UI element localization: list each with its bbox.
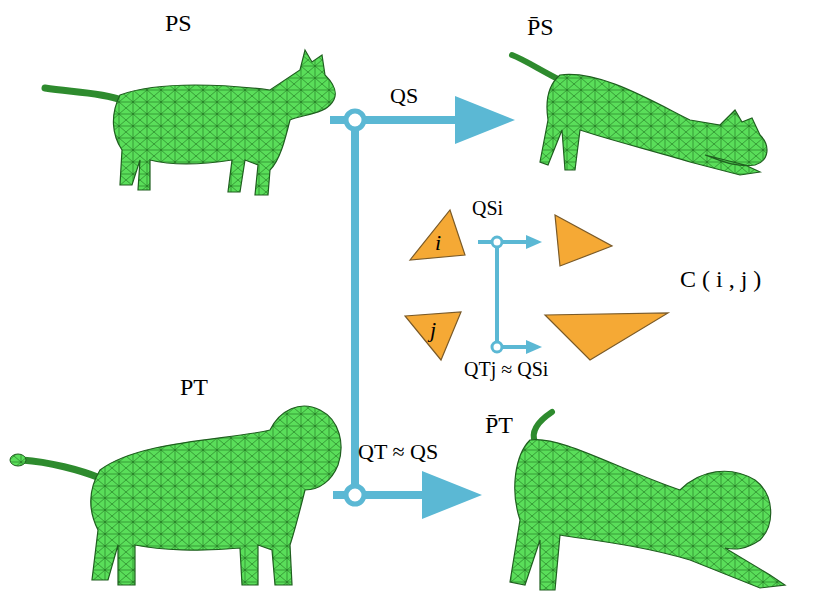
mesh-label: P̄S — [527, 14, 554, 40]
triangle-shape — [410, 210, 465, 260]
transform-label: QS — [390, 84, 418, 108]
mesh-node: P̄S — [515, 14, 790, 184]
triangle-node: i — [435, 231, 441, 255]
tail-tuft — [10, 454, 26, 466]
small-arrowhead — [526, 235, 542, 249]
tail — [534, 412, 552, 442]
math-label: QTj ≈ QSi — [464, 358, 548, 380]
mesh-node: P̄T — [482, 410, 802, 595]
mesh-node: PS — [40, 8, 330, 205]
triangle-node: j — [430, 318, 436, 342]
mesh-label: PT — [180, 374, 208, 400]
deformed-triangle — [545, 313, 668, 360]
triangle-shape — [405, 312, 461, 360]
mesh-label: PS — [165, 10, 192, 36]
link-joint — [346, 111, 364, 129]
math-label: QSi — [472, 197, 503, 219]
link-joint — [492, 342, 502, 352]
arrowhead — [422, 471, 482, 519]
triangle-node: i — [405, 205, 467, 265]
lion-mesh — [91, 406, 341, 585]
cat-mesh — [540, 74, 767, 175]
link-joint — [346, 486, 364, 504]
tail — [512, 55, 560, 80]
triangle-node: j — [403, 308, 465, 363]
mesh-node: PT — [8, 372, 333, 597]
cat-mesh — [113, 50, 335, 195]
math-label: C ( i , j ) — [680, 266, 761, 292]
arrowhead — [455, 96, 515, 144]
link-bar — [495, 242, 499, 347]
lion-mesh — [510, 440, 785, 590]
tail — [22, 460, 100, 478]
small-arrowhead — [526, 340, 542, 354]
mesh-label: P̄T — [485, 412, 513, 438]
transform-label: QT ≈ QS — [358, 440, 438, 464]
link-bar — [351, 120, 359, 495]
deformed-triangle — [555, 215, 612, 266]
link-joint — [492, 237, 502, 247]
tail — [45, 88, 122, 100]
